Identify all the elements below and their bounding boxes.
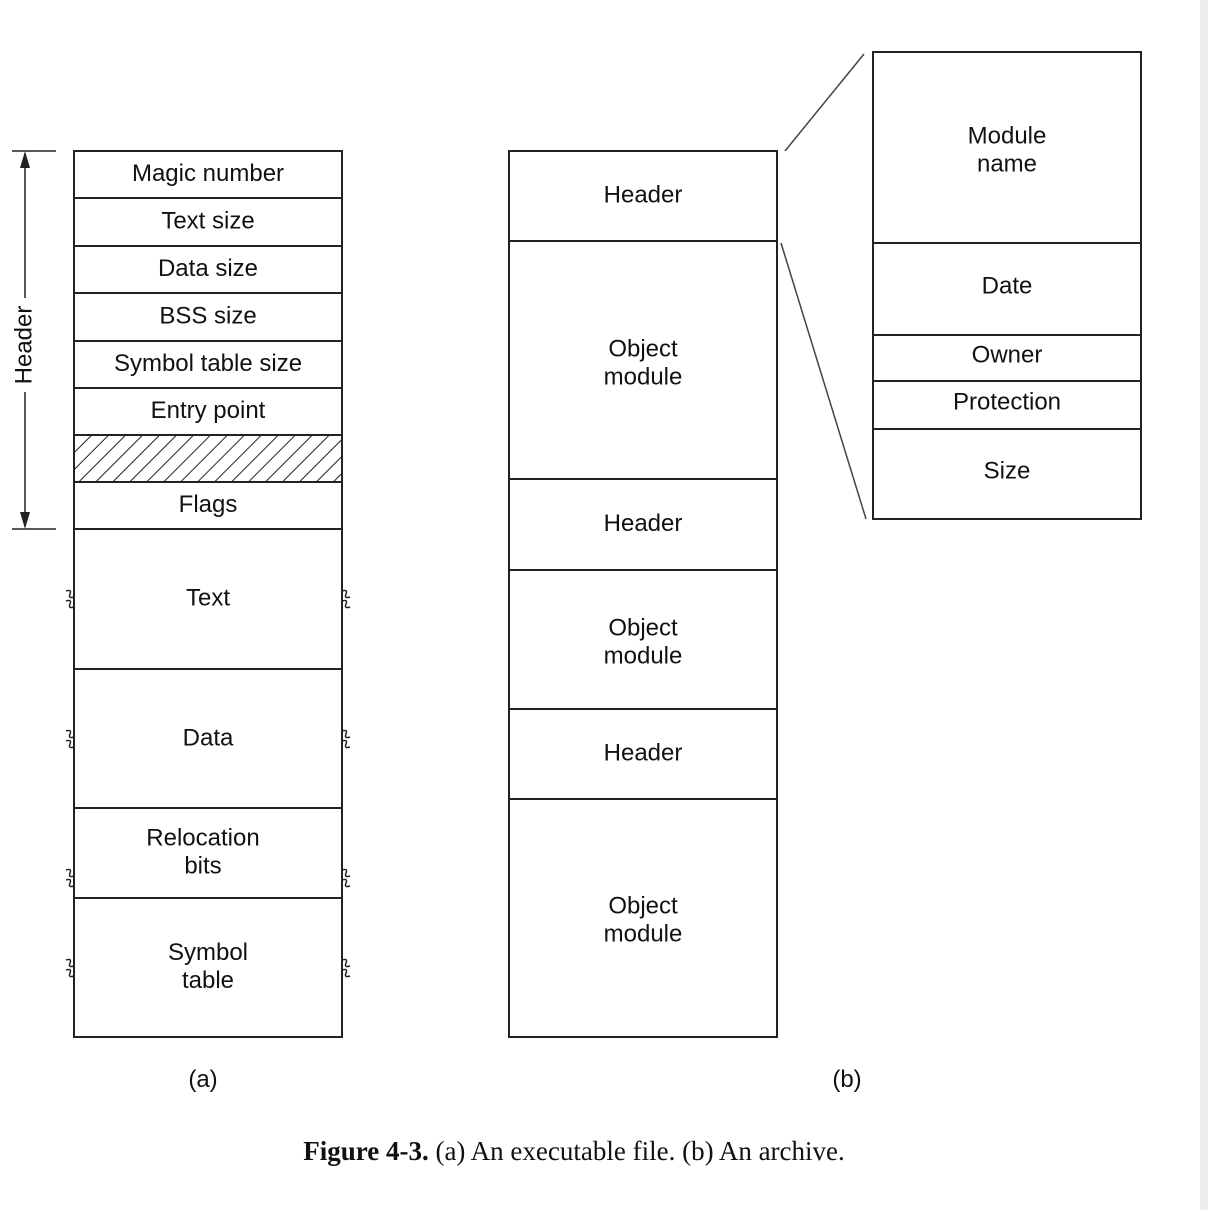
break-mark-left [65,589,75,609]
module-header-field-label: Protection [953,388,1061,415]
executable-field-label: Magic number [132,160,284,187]
break-mark-right [341,589,351,609]
header-bracket-label: Header [10,306,37,385]
executable-section-label: table [182,967,234,994]
break-mark-left [65,729,75,749]
executable-field-label: Flags [179,491,238,518]
caption-label: Figure 4-3. [303,1136,429,1166]
executable-section-label: Relocation [146,824,259,851]
break-mark-right [341,729,351,749]
executable-section-label: Symbol [168,939,248,966]
header-block-label: Header [604,181,683,208]
break-mark-right [341,868,351,888]
object-module-label: Object [608,335,678,362]
executable-section-label: Data [183,724,234,751]
module-header-field-label: Size [984,457,1031,484]
executable-field-label: Text size [161,207,254,234]
module-header-field [872,428,1142,520]
header-block-label: Header [604,739,683,766]
archive-object-module [508,798,778,1038]
module-header-field-label: Owner [972,341,1043,368]
executable-field-label: BSS size [159,302,256,329]
break-mark-right [341,958,351,978]
figure-caption: Figure 4-3. (a) An executable file. (b) … [0,1136,1148,1167]
object-module-label: module [604,363,683,390]
executable-section-label: Text [186,584,230,611]
executable-section-label: bits [184,852,221,879]
break-mark-left [65,868,75,888]
executable-section [73,897,343,1038]
executable-field-label: Entry point [151,397,266,424]
archive-diagram: HeaderObjectmoduleHeaderObjectmoduleHead… [508,150,778,1038]
header-block-label: Header [604,510,683,537]
module-header-field-label: name [977,150,1037,177]
sublabel-a: (a) [188,1066,217,1093]
header-bracket: Header [10,150,56,530]
object-module-label: Object [608,614,678,641]
caption-text: (a) An executable file. (b) An archive. [435,1136,845,1166]
object-module-label: Object [608,892,678,919]
sublabel-b: (b) [832,1066,861,1093]
page-edge [1200,0,1208,1210]
object-module-label: module [604,920,683,947]
padding-field [73,434,343,483]
executable-field-label: Symbol table size [114,350,302,377]
module-header-field-label: Module [968,122,1047,149]
module-header-field-label: Date [982,272,1033,299]
zoom-lines [780,53,867,520]
executable-field-label: Data size [158,255,258,282]
break-mark-left [65,958,75,978]
object-module-label: module [604,642,683,669]
